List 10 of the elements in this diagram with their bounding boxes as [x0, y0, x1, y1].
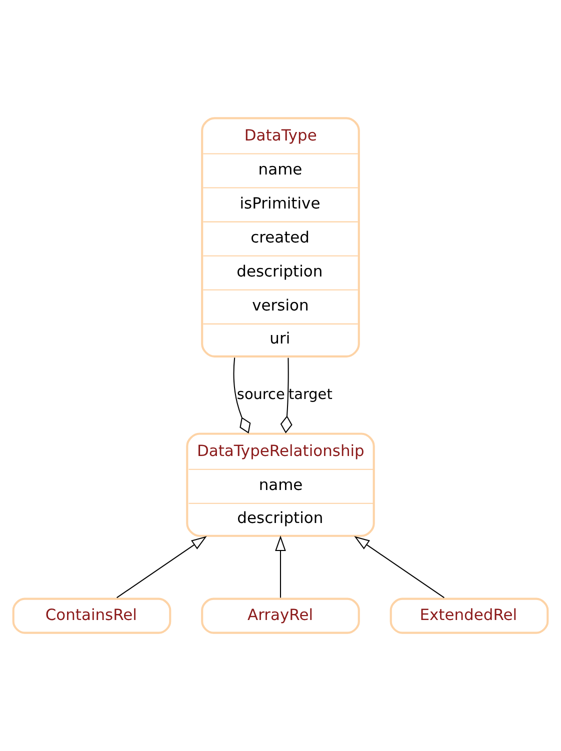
- edge-label: source: [236, 386, 285, 403]
- node-box: ExtendedRel: [390, 598, 549, 634]
- node-box: ArrayRel: [201, 598, 360, 634]
- node-box: ContainsRel: [12, 598, 172, 634]
- arrow: [354, 536, 444, 598]
- connector: [280, 358, 292, 434]
- edge-label: target: [288, 386, 332, 403]
- connector: [233, 358, 251, 434]
- arrow: [275, 536, 286, 598]
- arrow: [116, 536, 207, 598]
